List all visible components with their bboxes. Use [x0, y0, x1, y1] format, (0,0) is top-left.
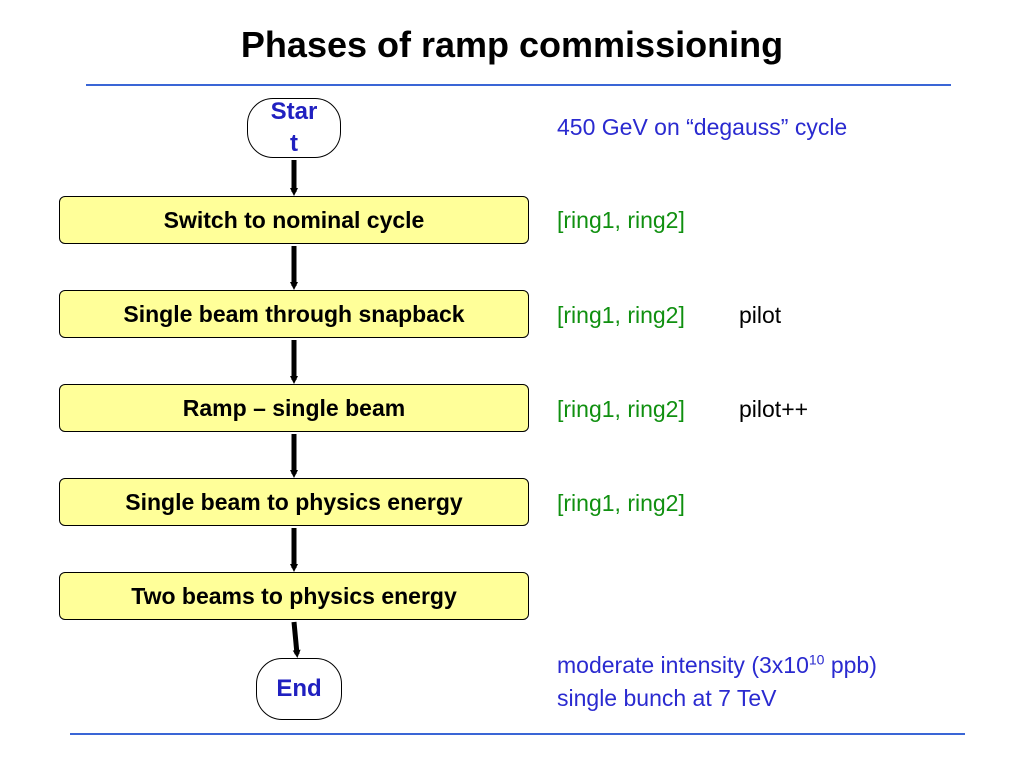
- step-label: Single beam through snapback: [123, 300, 465, 327]
- pilot-note: pilot: [739, 302, 782, 328]
- step-two-beams-physics: Two beams to physics energy: [59, 572, 529, 620]
- step-ramp-single-beam: Ramp – single beam: [59, 384, 529, 432]
- step-label: Switch to nominal cycle: [163, 206, 425, 233]
- end-note-line2: single bunch at 7 TeV: [557, 685, 777, 711]
- start-terminal: Start: [247, 98, 341, 158]
- rings-note-3: [ring1, ring2]: [557, 396, 685, 422]
- rings-note-2: [ring1, ring2]: [557, 302, 685, 328]
- end-note-suffix: ppb): [824, 652, 877, 678]
- title-divider: [86, 84, 951, 86]
- end-note-line1: moderate intensity (3x1010 ppb): [557, 652, 877, 679]
- step-label: Ramp – single beam: [182, 394, 406, 421]
- footer-divider: [70, 733, 965, 735]
- start-label: Start: [270, 98, 318, 157]
- arrow-step5-to-end: [291, 621, 301, 658]
- start-note: 450 GeV on “degauss” cycle: [557, 114, 848, 140]
- end-note-prefix: moderate intensity (3x10: [557, 652, 809, 678]
- step-label: Single beam to physics energy: [125, 488, 463, 515]
- end-note-exponent: 10: [808, 651, 825, 668]
- step-label: Two beams to physics energy: [131, 582, 457, 609]
- rings-note-4: [ring1, ring2]: [557, 490, 685, 516]
- end-label: End: [276, 675, 322, 702]
- rings-note-1: [ring1, ring2]: [557, 207, 685, 233]
- page-title: Phases of ramp commissioning: [240, 24, 784, 65]
- end-terminal: End: [256, 658, 342, 720]
- pilot-plus-note: pilot++: [739, 396, 809, 422]
- step-switch-nominal-cycle: Switch to nominal cycle: [59, 196, 529, 244]
- step-single-beam-physics: Single beam to physics energy: [59, 478, 529, 526]
- step-single-beam-snapback: Single beam through snapback: [59, 290, 529, 338]
